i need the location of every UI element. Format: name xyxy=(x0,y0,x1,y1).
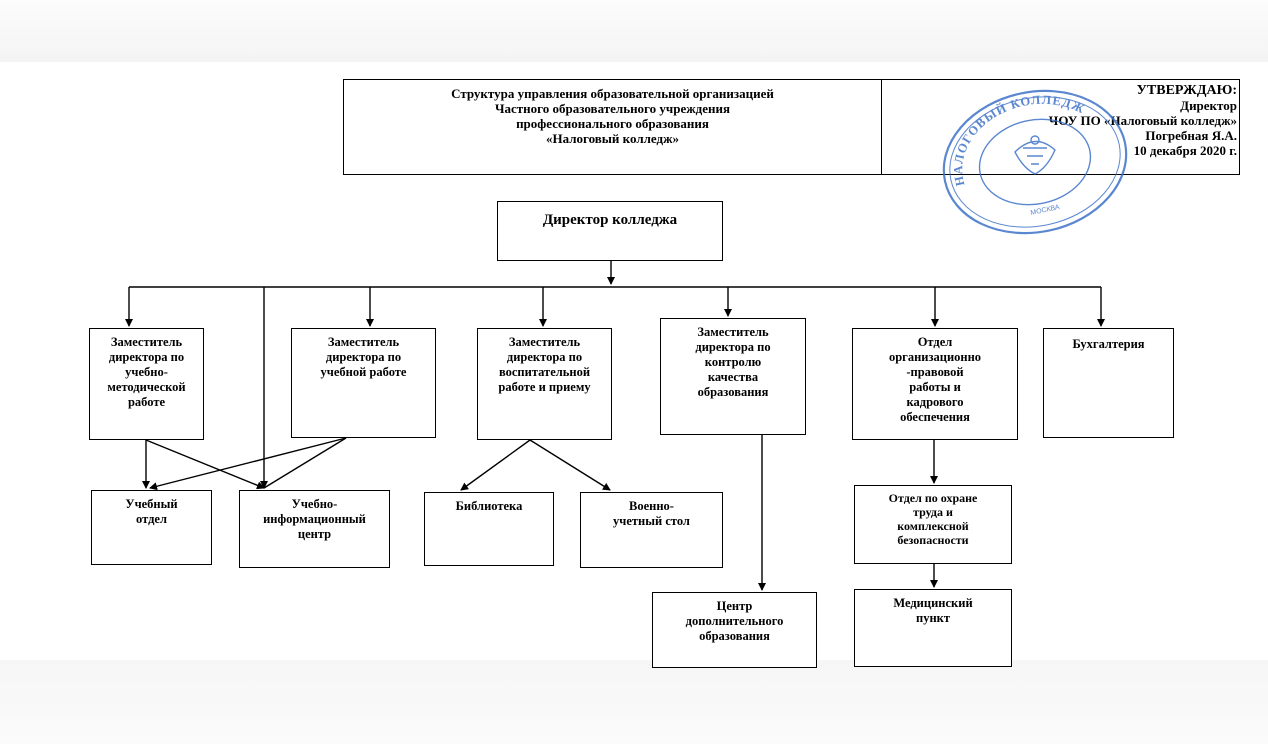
connector-academic-academic-dept xyxy=(149,437,347,491)
approval-date: 10 декабря 2020 г. xyxy=(1133,143,1237,158)
node-label-line: образования xyxy=(699,629,770,643)
node-label-line: Медицинский xyxy=(893,596,973,610)
node-label-line: директора по xyxy=(108,350,185,364)
node-label-line: отдел xyxy=(136,512,167,526)
scan-shade-top xyxy=(0,0,1268,62)
header-table: Структура управления образовательной орг… xyxy=(343,79,1240,175)
approval-heading: УТВЕРЖДАЮ: xyxy=(1136,83,1237,98)
scan-shade-bottom xyxy=(0,660,1268,744)
node-label-line: Заместитель xyxy=(697,325,769,339)
node-label-line: -правовой xyxy=(906,365,964,379)
node-label-line: учебной работе xyxy=(320,365,407,379)
node-label-line: методической xyxy=(107,380,186,394)
chart-title: Структура управления образовательной орг… xyxy=(344,80,882,174)
node-military-desk: Военно- учетный стол xyxy=(580,492,723,568)
node-label-line: учетный стол xyxy=(613,514,690,528)
node-label-line: Библиотека xyxy=(455,499,523,513)
node-label-line: дополнительного xyxy=(685,614,784,628)
stamp-city: МОСКВА xyxy=(1030,204,1061,217)
node-label-line: Заместитель xyxy=(327,335,400,349)
node-info-center: Учебно- информационный центр xyxy=(239,490,390,568)
node-deputy-quality: Заместитель директора по контролю качест… xyxy=(660,318,806,435)
node-label-line: директора по xyxy=(695,340,771,354)
node-deputy-educational: Заместитель директора по воспитательной … xyxy=(477,328,612,440)
node-label-line: комплексной xyxy=(897,519,969,533)
node-label-line: информационный xyxy=(263,512,366,526)
node-director: Директор колледжа xyxy=(497,201,723,261)
node-label-line: воспитательной xyxy=(498,365,591,379)
node-legal-hr-department: Отдел организационно -правовой работы и … xyxy=(852,328,1018,440)
node-library: Библиотека xyxy=(424,492,554,566)
node-label-line: работе и приему xyxy=(498,380,591,394)
approval-name: Погребная Я.А. xyxy=(1145,128,1237,143)
node-safety-department: Отдел по охране труда и комплексной безо… xyxy=(854,485,1012,564)
node-label-line: организационно xyxy=(888,350,982,364)
chart-title-line: профессионального образования xyxy=(516,116,709,131)
node-label-line: кадрового xyxy=(906,395,964,409)
emblem-icon xyxy=(1014,135,1056,175)
chart-title-line: «Налоговый колледж» xyxy=(545,131,680,146)
node-deputy-academic: Заместитель директора по учебной работе xyxy=(291,328,436,438)
node-label-line: контролю xyxy=(704,355,762,369)
chart-title-line: Частного образовательного учреждения xyxy=(494,101,730,116)
node-accounting: Бухгалтерия xyxy=(1043,328,1174,438)
stamp-text: НАЛОГОВЫЙ КОЛЛЕДЖ xyxy=(951,93,1087,188)
approval-organization: ЧОУ ПО «Налоговый колледж» xyxy=(1048,113,1237,128)
node-label-line: Заместитель xyxy=(110,335,183,349)
node-label-line: Учебный xyxy=(125,497,178,511)
node-academic-department: Учебный отдел xyxy=(91,490,212,565)
official-stamp: НАЛОГОВЫЙ КОЛЛЕДЖ МОСКВА xyxy=(942,89,1128,235)
approval-block: УТВЕРЖДАЮ: Директор ЧОУ ПО «Налоговый ко… xyxy=(1049,83,1237,158)
node-label-line: Военно- xyxy=(629,499,674,513)
node-label-line: обеспечения xyxy=(900,410,970,424)
node-label-line: труда и xyxy=(913,505,953,519)
connector-methodical-info-center xyxy=(145,439,265,490)
chart-title-line: Структура управления образовательной орг… xyxy=(451,86,774,101)
node-label-line: безопасности xyxy=(897,533,969,547)
node-label-line: Учебно- xyxy=(291,497,338,511)
node-label-line: образования xyxy=(697,385,769,399)
node-label-line: Центр xyxy=(716,599,753,613)
node-label-line: Заместитель xyxy=(508,335,581,349)
node-label-line: работе xyxy=(127,395,166,409)
connector-edu-library xyxy=(460,439,531,491)
connector-academic-info-center xyxy=(263,437,347,489)
approval-position: Директор xyxy=(1180,98,1237,113)
node-label-line: директора по xyxy=(325,350,402,364)
node-label-line: пункт xyxy=(916,611,950,625)
node-medical-office: Медицинский пункт xyxy=(854,589,1012,667)
node-label-line: Отдел по охране xyxy=(888,491,978,505)
node-deputy-methodical: Заместитель директора по учебно- методич… xyxy=(89,328,204,440)
connector-edu-military xyxy=(529,439,611,491)
node-label-line: центр xyxy=(297,527,332,541)
node-label-line: работы и xyxy=(909,380,961,394)
node-label-line: директора по xyxy=(506,350,583,364)
node-director-label: Директор колледжа xyxy=(542,212,678,228)
node-label-line: качества xyxy=(707,370,759,384)
node-label-line: Отдел xyxy=(917,335,953,349)
node-label-line: Бухгалтерия xyxy=(1072,337,1145,351)
node-label-line: учебно- xyxy=(125,365,168,379)
node-continuing-education-center: Центр дополнительного образования xyxy=(652,592,817,668)
